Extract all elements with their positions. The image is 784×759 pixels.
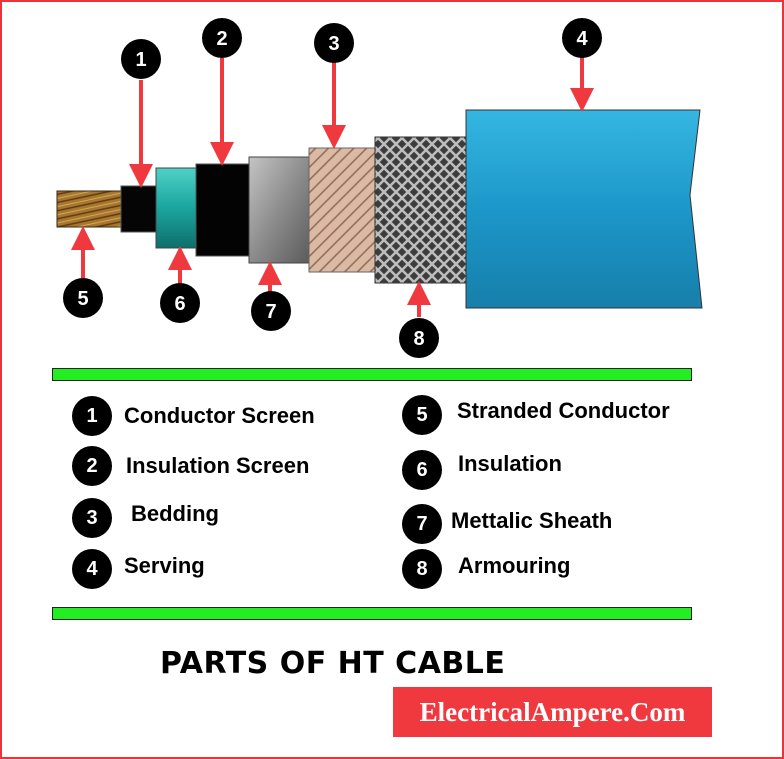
svg-text:5: 5 (77, 288, 88, 310)
legend-label: Insulation Screen (126, 453, 310, 478)
legend-item-metallic-sheath: 7 Mettalic Sheath (402, 504, 612, 544)
legend-label: Conductor Screen (124, 403, 315, 428)
legend-number: 6 (402, 450, 442, 490)
callout-1: 1 (121, 39, 161, 79)
callout-7: 7 (251, 291, 291, 331)
stranded-conductor-layer (56, 190, 124, 228)
callout-3: 3 (314, 23, 354, 63)
legend-item-insulation: 6 Insulation (402, 450, 562, 490)
legend-item-armouring: 8 Armouring (402, 549, 570, 589)
legend-label: Mettalic Sheath (451, 508, 613, 533)
metallic-sheath-layer (248, 156, 312, 264)
legend-label: Bedding (131, 501, 219, 526)
insulation-layer (155, 167, 199, 249)
callout-5: 5 (63, 278, 103, 318)
serving-layer (465, 109, 703, 309)
legend-label: Stranded Conductor (457, 397, 670, 423)
legend-item-conductor-screen: 1 Conductor Screen (72, 396, 315, 436)
svg-text:1: 1 (135, 49, 146, 71)
legend-item-insulation-screen: 2 Insulation Screen (72, 446, 309, 486)
svg-text:3: 3 (328, 33, 339, 55)
brand-watermark[interactable]: ElectricalAmpere.Com (393, 687, 712, 737)
callout-8: 8 (399, 318, 439, 358)
legend-number: 5 (402, 395, 442, 435)
legend-label: Serving (124, 553, 205, 578)
legend-item-bedding: 3 Bedding (72, 498, 219, 538)
svg-text:7: 7 (265, 301, 276, 323)
svg-text:2: 2 (216, 28, 227, 50)
legend-item-serving: 4 Serving (72, 549, 205, 589)
legend-item-stranded-conductor: 5 Stranded Conductor (402, 395, 670, 435)
divider-bottom (52, 607, 692, 620)
legend-number: 1 (72, 396, 112, 436)
legend-label: Insulation (458, 451, 562, 476)
legend-label: Armouring (458, 553, 571, 578)
bedding-layer (308, 147, 378, 273)
diagram-title: PARTS OF HT CABLE (160, 646, 506, 681)
svg-text:6: 6 (174, 293, 185, 315)
svg-text:8: 8 (413, 328, 424, 350)
legend-number: 8 (402, 549, 442, 589)
legend-number: 4 (72, 549, 112, 589)
callout-2: 2 (202, 18, 242, 58)
conductor-screen-layer (120, 185, 158, 233)
armouring-layer (374, 136, 469, 284)
callout-4: 4 (562, 18, 602, 58)
divider-top (52, 368, 692, 381)
svg-text:4: 4 (576, 28, 588, 50)
legend-number: 2 (72, 446, 112, 486)
legend-number: 3 (72, 498, 112, 538)
legend-number: 7 (402, 504, 442, 544)
callout-6: 6 (160, 283, 200, 323)
insulation-screen-layer (195, 163, 253, 257)
